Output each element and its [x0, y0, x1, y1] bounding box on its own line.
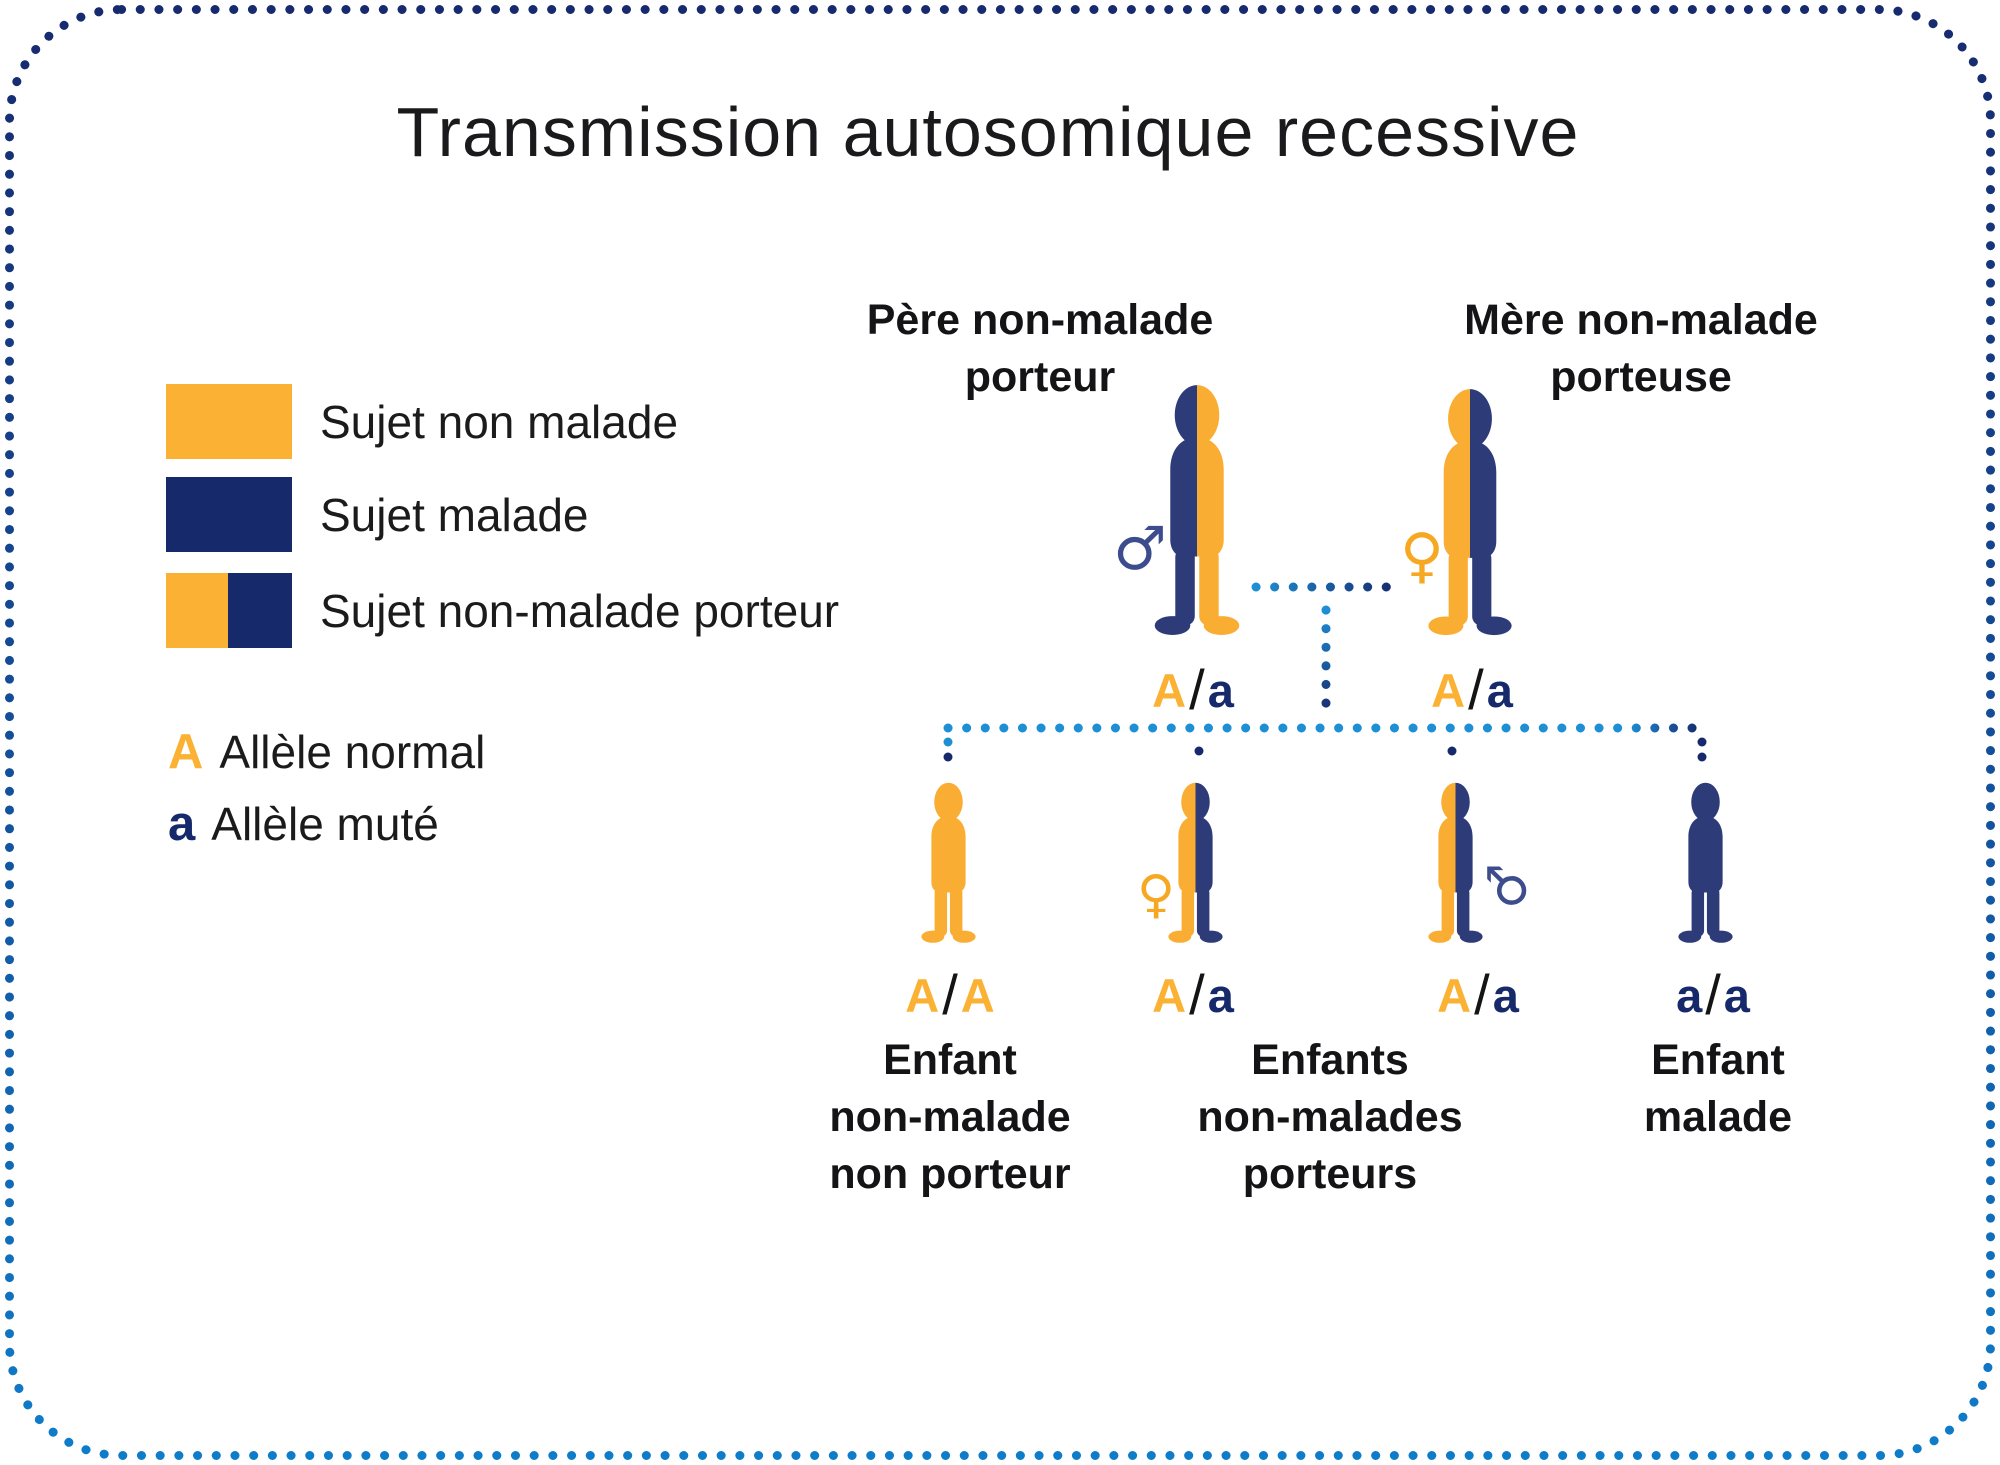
allele-letter: a	[1486, 664, 1513, 717]
stub-dot	[1697, 752, 1707, 762]
genotype-slash: /	[1705, 963, 1721, 1026]
child1-label-line1: Enfant	[883, 1036, 1017, 1084]
child4-label-line2: malade	[1643, 1093, 1793, 1141]
child4-label: Enfant malade	[1644, 1032, 1792, 1146]
allele-letter: A	[905, 969, 940, 1022]
allele-letter: A	[1437, 969, 1472, 1022]
legend-label: Sujet non malade	[320, 395, 679, 448]
stub-dot	[1194, 746, 1204, 756]
father-figure	[1154, 385, 1240, 635]
page-title: Transmission autosomique recessive	[396, 93, 1580, 171]
carriers-label-line1: Enfants	[1251, 1036, 1409, 1084]
child4-figure	[1678, 782, 1733, 943]
legend-label: Sujet malade	[320, 488, 589, 541]
swatch-navy	[166, 477, 292, 552]
allele-normal-label: Allèle normal	[219, 726, 486, 778]
genotype-slash: /	[1189, 963, 1205, 1026]
allele-letter: A	[1152, 664, 1187, 717]
allele-mute-row: a Allèle muté	[168, 796, 439, 852]
mother-genotype: A/a	[1431, 655, 1513, 721]
legend-item-porteur: Sujet non-malade porteur	[166, 573, 839, 648]
genotype-slash: /	[942, 963, 958, 1026]
mother-label: Mère non-malade porteuse	[1464, 292, 1818, 406]
swatch-half-navy	[228, 573, 292, 648]
carriers-label: Enfants non-malades porteurs	[1197, 1032, 1462, 1203]
child3-figure	[1428, 782, 1483, 943]
allele-letter: a	[1676, 969, 1703, 1022]
father-genotype: A/a	[1152, 655, 1234, 721]
allele-mute-label: Allèle muté	[211, 798, 439, 850]
allele-normal-row: A Allèle normal	[168, 724, 485, 780]
male-icon: ♂	[1483, 857, 1531, 917]
genotype-slash: /	[1468, 658, 1484, 721]
allele-A-symbol: A	[168, 725, 204, 779]
allele-letter: A	[960, 969, 995, 1022]
child2-genotype: A/a	[1152, 960, 1234, 1026]
swatch-half-orange-navy	[166, 573, 292, 648]
child1-genotype: A/A	[905, 960, 995, 1026]
legend-item-malade: Sujet malade	[166, 477, 589, 552]
mother-label-line2: porteuse	[1550, 353, 1732, 401]
male-icon: ♂	[1113, 514, 1167, 584]
stub-dot	[943, 752, 953, 762]
allele-letter: a	[1207, 664, 1234, 717]
child3-genotype: A/a	[1437, 960, 1519, 1026]
child4-label-line1: Enfant	[1651, 1036, 1785, 1084]
genotype-slash: /	[1189, 658, 1205, 721]
stub-dot	[943, 737, 953, 747]
child1-label-line2: non-malade	[829, 1093, 1071, 1141]
allele-letter: A	[1152, 969, 1187, 1022]
allele-letter: a	[1207, 969, 1234, 1022]
father-label-line2: porteur	[964, 353, 1116, 401]
father-label-line1: Père non-malade	[866, 296, 1214, 344]
allele-letter: a	[1492, 969, 1519, 1022]
child1-figure	[921, 782, 976, 943]
female-icon: ♀	[1136, 865, 1176, 925]
allele-letter: a	[1723, 969, 1750, 1022]
father-label: Père non-malade porteur	[867, 292, 1214, 406]
mother-figure	[1428, 389, 1512, 636]
female-icon: ♀	[1400, 521, 1444, 591]
stub-dot	[1697, 737, 1707, 747]
legend-label: Sujet non-malade porteur	[320, 584, 840, 637]
carriers-label-line2: non-malades	[1197, 1093, 1463, 1141]
swatch-orange	[166, 384, 292, 459]
child1-label: Enfant non-malade non porteur	[829, 1032, 1070, 1203]
child1-label-line3: non porteur	[829, 1150, 1071, 1198]
allele-letter: A	[1431, 664, 1466, 717]
carriers-label-line3: porteurs	[1242, 1150, 1418, 1198]
allele-a-symbol: a	[168, 797, 196, 851]
stub-dot	[1447, 746, 1457, 756]
child4-genotype: a/a	[1676, 960, 1750, 1026]
genotype-slash: /	[1474, 963, 1490, 1026]
mother-label-line1: Mère non-malade	[1464, 296, 1818, 344]
swatch-half-orange	[166, 573, 228, 648]
legend-item-non-malade: Sujet non malade	[166, 384, 678, 459]
